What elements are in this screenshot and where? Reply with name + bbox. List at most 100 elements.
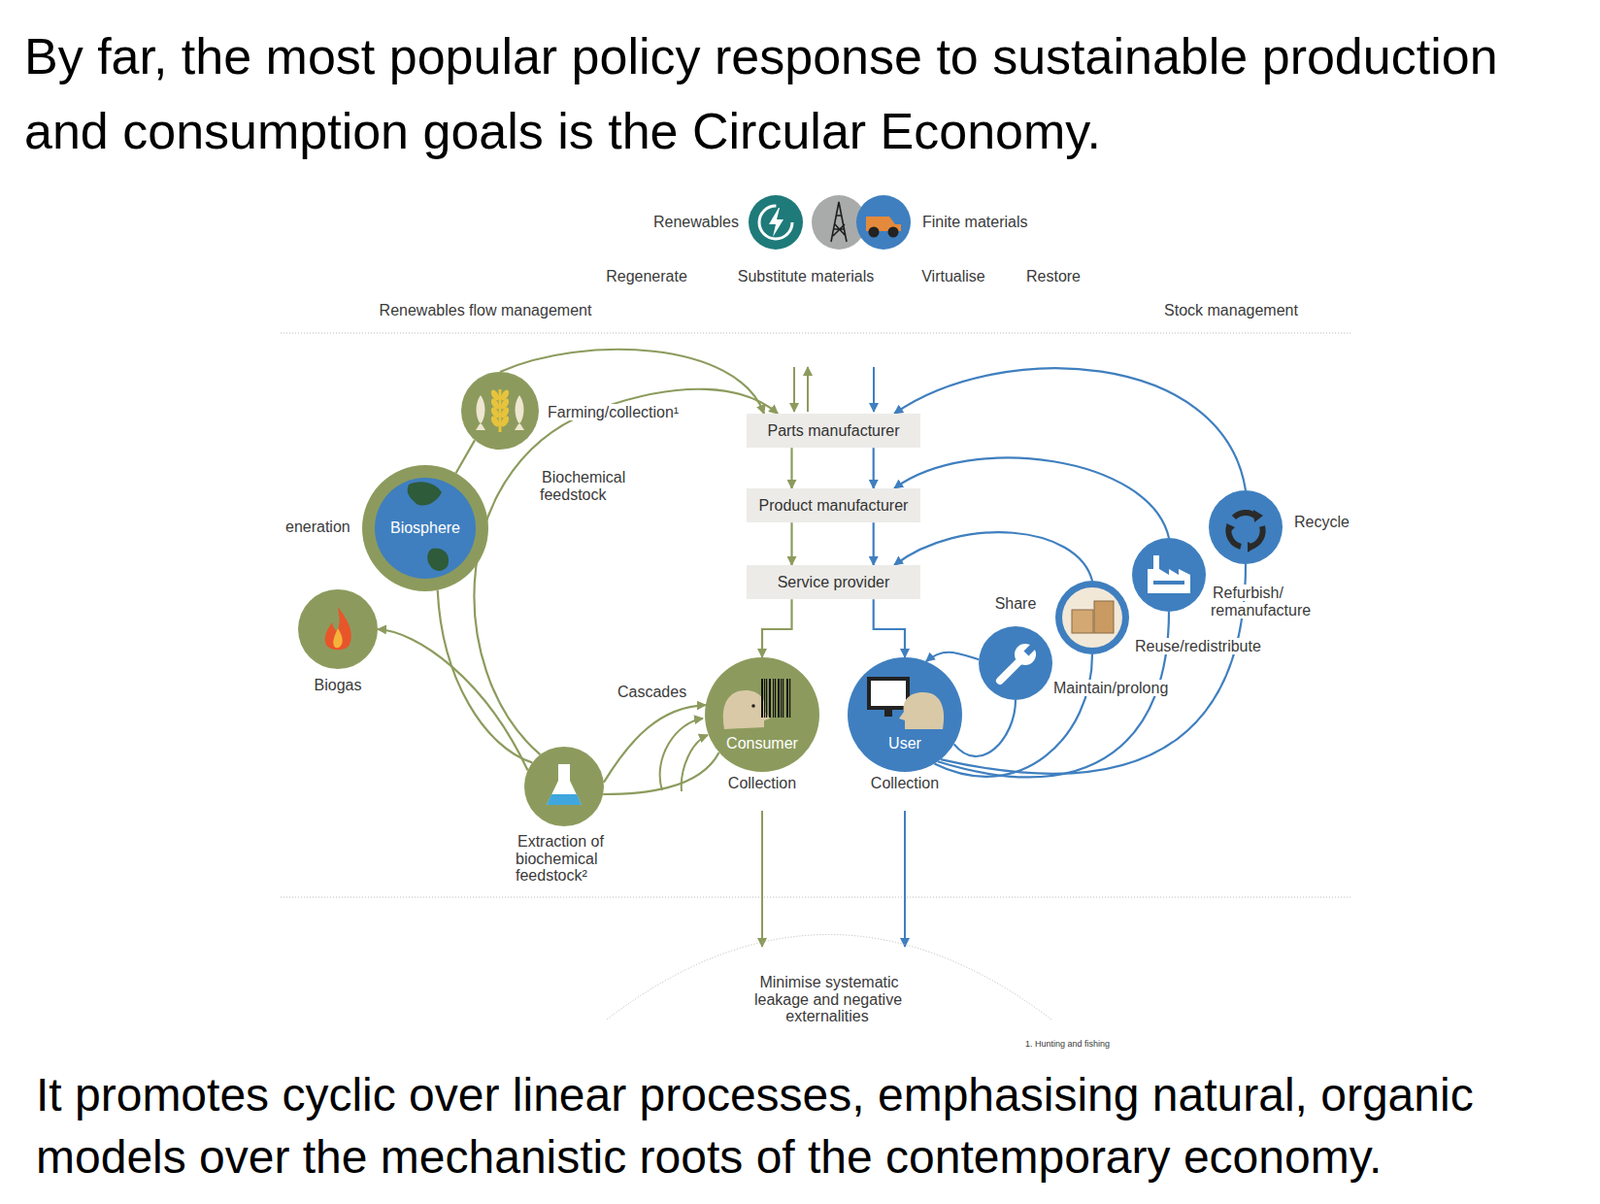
oil-rig-icon — [831, 201, 847, 242]
icon-part — [978, 626, 1053, 700]
circle-label-holder: User — [851, 734, 959, 753]
node-caption-holder: Extraction of biochemical feedstock² — [515, 833, 625, 885]
icon-part — [1071, 609, 1094, 634]
node-caption-holder: Share — [976, 595, 1055, 613]
icon-part — [524, 746, 604, 827]
slide-caption-holder: It promotes cyclic over linear processes… — [35, 1064, 1585, 1189]
icon-circle: Biogas — [298, 589, 378, 669]
slide-title: By far, the most popular policy response… — [24, 19, 1578, 169]
icon-part — [489, 414, 501, 429]
icon-part — [868, 227, 880, 238]
icon-part — [362, 465, 489, 592]
node-caption: Collection — [726, 774, 799, 792]
icon-part — [1062, 587, 1123, 648]
icon-part — [546, 794, 582, 805]
circle-shape — [1055, 580, 1130, 655]
icon-part — [751, 703, 756, 708]
icon-part — [333, 628, 342, 648]
node-caption: Farming/collection¹ — [545, 403, 681, 421]
circle-shape — [978, 626, 1053, 700]
node-caption: Biogas — [312, 676, 365, 694]
flow-connector — [873, 599, 905, 658]
circle-shape — [1208, 490, 1283, 565]
icon-part — [782, 678, 784, 718]
icon-part — [1250, 526, 1264, 547]
diagram-label-holder: Restore — [907, 267, 1200, 286]
node-caption-holder: Recycle — [1292, 513, 1584, 532]
icon-part — [748, 195, 803, 250]
diagram-label: eneration — [283, 518, 353, 535]
icon-part — [856, 195, 911, 250]
circle-shape — [524, 746, 604, 827]
icon-part — [1014, 643, 1036, 666]
box-label: Product manufacturer — [759, 496, 909, 515]
diagram-label: Substitute materials — [735, 267, 877, 285]
process-box: Product manufacturer — [746, 488, 921, 523]
icon-part — [374, 477, 476, 579]
icon-part — [1226, 509, 1264, 553]
icon-circle: Renewables — [748, 195, 803, 250]
circle-label-holder: Biosphere — [366, 519, 484, 537]
icon-circle: Share — [978, 626, 1053, 700]
icon-circle: ConsumerCollection — [704, 657, 820, 772]
node-caption-holder: Farming/collection¹ — [545, 403, 837, 422]
icon-circle: Recycle — [1208, 490, 1283, 565]
node-caption: Refurbish/ remanufacture — [1210, 584, 1313, 619]
icon-part — [780, 678, 782, 718]
diagram-label-holder: Cascades — [615, 683, 907, 701]
node-caption-holder: Renewables — [449, 213, 741, 232]
icon-part — [774, 678, 776, 718]
diagram-label: Restore — [1024, 267, 1083, 285]
flow-connector — [894, 457, 1169, 538]
diagram-label-holder: 1. Hunting and fishing — [1023, 1033, 1315, 1051]
node-caption: Collection — [868, 774, 941, 792]
leakage-arrow — [761, 810, 764, 947]
diagram-label: Virtualise — [919, 267, 988, 285]
icon-part — [427, 548, 449, 571]
box-label: Service provider — [777, 572, 891, 592]
icon-circle: Extraction of biochemical feedstock² — [524, 746, 604, 827]
slide-title-holder: By far, the most popular policy response… — [24, 19, 1578, 169]
flow-connector — [894, 367, 1246, 491]
flow-connector — [762, 599, 793, 658]
flow-connector — [437, 590, 534, 764]
process-box: Parts manufacturer — [746, 413, 921, 448]
flow-connector — [602, 752, 719, 795]
icon-part — [461, 371, 539, 450]
icon-part — [298, 589, 378, 669]
icon-part — [499, 389, 502, 433]
diagram-label: 1. Hunting and fishing — [1023, 1038, 1112, 1049]
process-box: Service provider — [746, 565, 921, 600]
icon-part — [764, 678, 766, 718]
cascade-arc — [681, 734, 708, 792]
divider-line — [280, 897, 1353, 899]
icon-part — [766, 678, 767, 718]
icon-circle: Finite materials — [856, 195, 911, 250]
icon-circle: UserCollection — [847, 657, 963, 772]
icon-part — [847, 657, 963, 772]
icon-part — [1147, 555, 1191, 594]
flow-connector — [377, 629, 529, 770]
icon-part — [870, 680, 906, 706]
diagram-label-holder: Biochemical feedstock — [539, 468, 637, 503]
leakage-arrow — [903, 810, 906, 947]
output-arrow — [806, 366, 809, 412]
divider-line — [280, 333, 1353, 334]
flow-connector — [790, 522, 793, 566]
node-caption: Maintain/prolong — [1051, 679, 1170, 697]
icon-part — [514, 395, 525, 431]
icon-part — [884, 709, 893, 717]
diagram-label-holder: eneration — [283, 518, 575, 536]
icon-part — [1253, 509, 1264, 523]
node-caption: Recycle — [1292, 513, 1352, 531]
icon-circle: Biosphere — [362, 465, 489, 592]
icon-part — [1055, 580, 1130, 655]
box-label: Parts manufacturer — [766, 421, 900, 440]
node-caption-holder: Refurbish/ remanufacture — [1210, 584, 1323, 619]
icon-part — [1000, 659, 1022, 681]
circle-shape — [298, 589, 378, 669]
node-caption-holder: Collection — [708, 774, 816, 793]
circle-shape — [1132, 537, 1206, 612]
flow-connector — [872, 447, 875, 489]
